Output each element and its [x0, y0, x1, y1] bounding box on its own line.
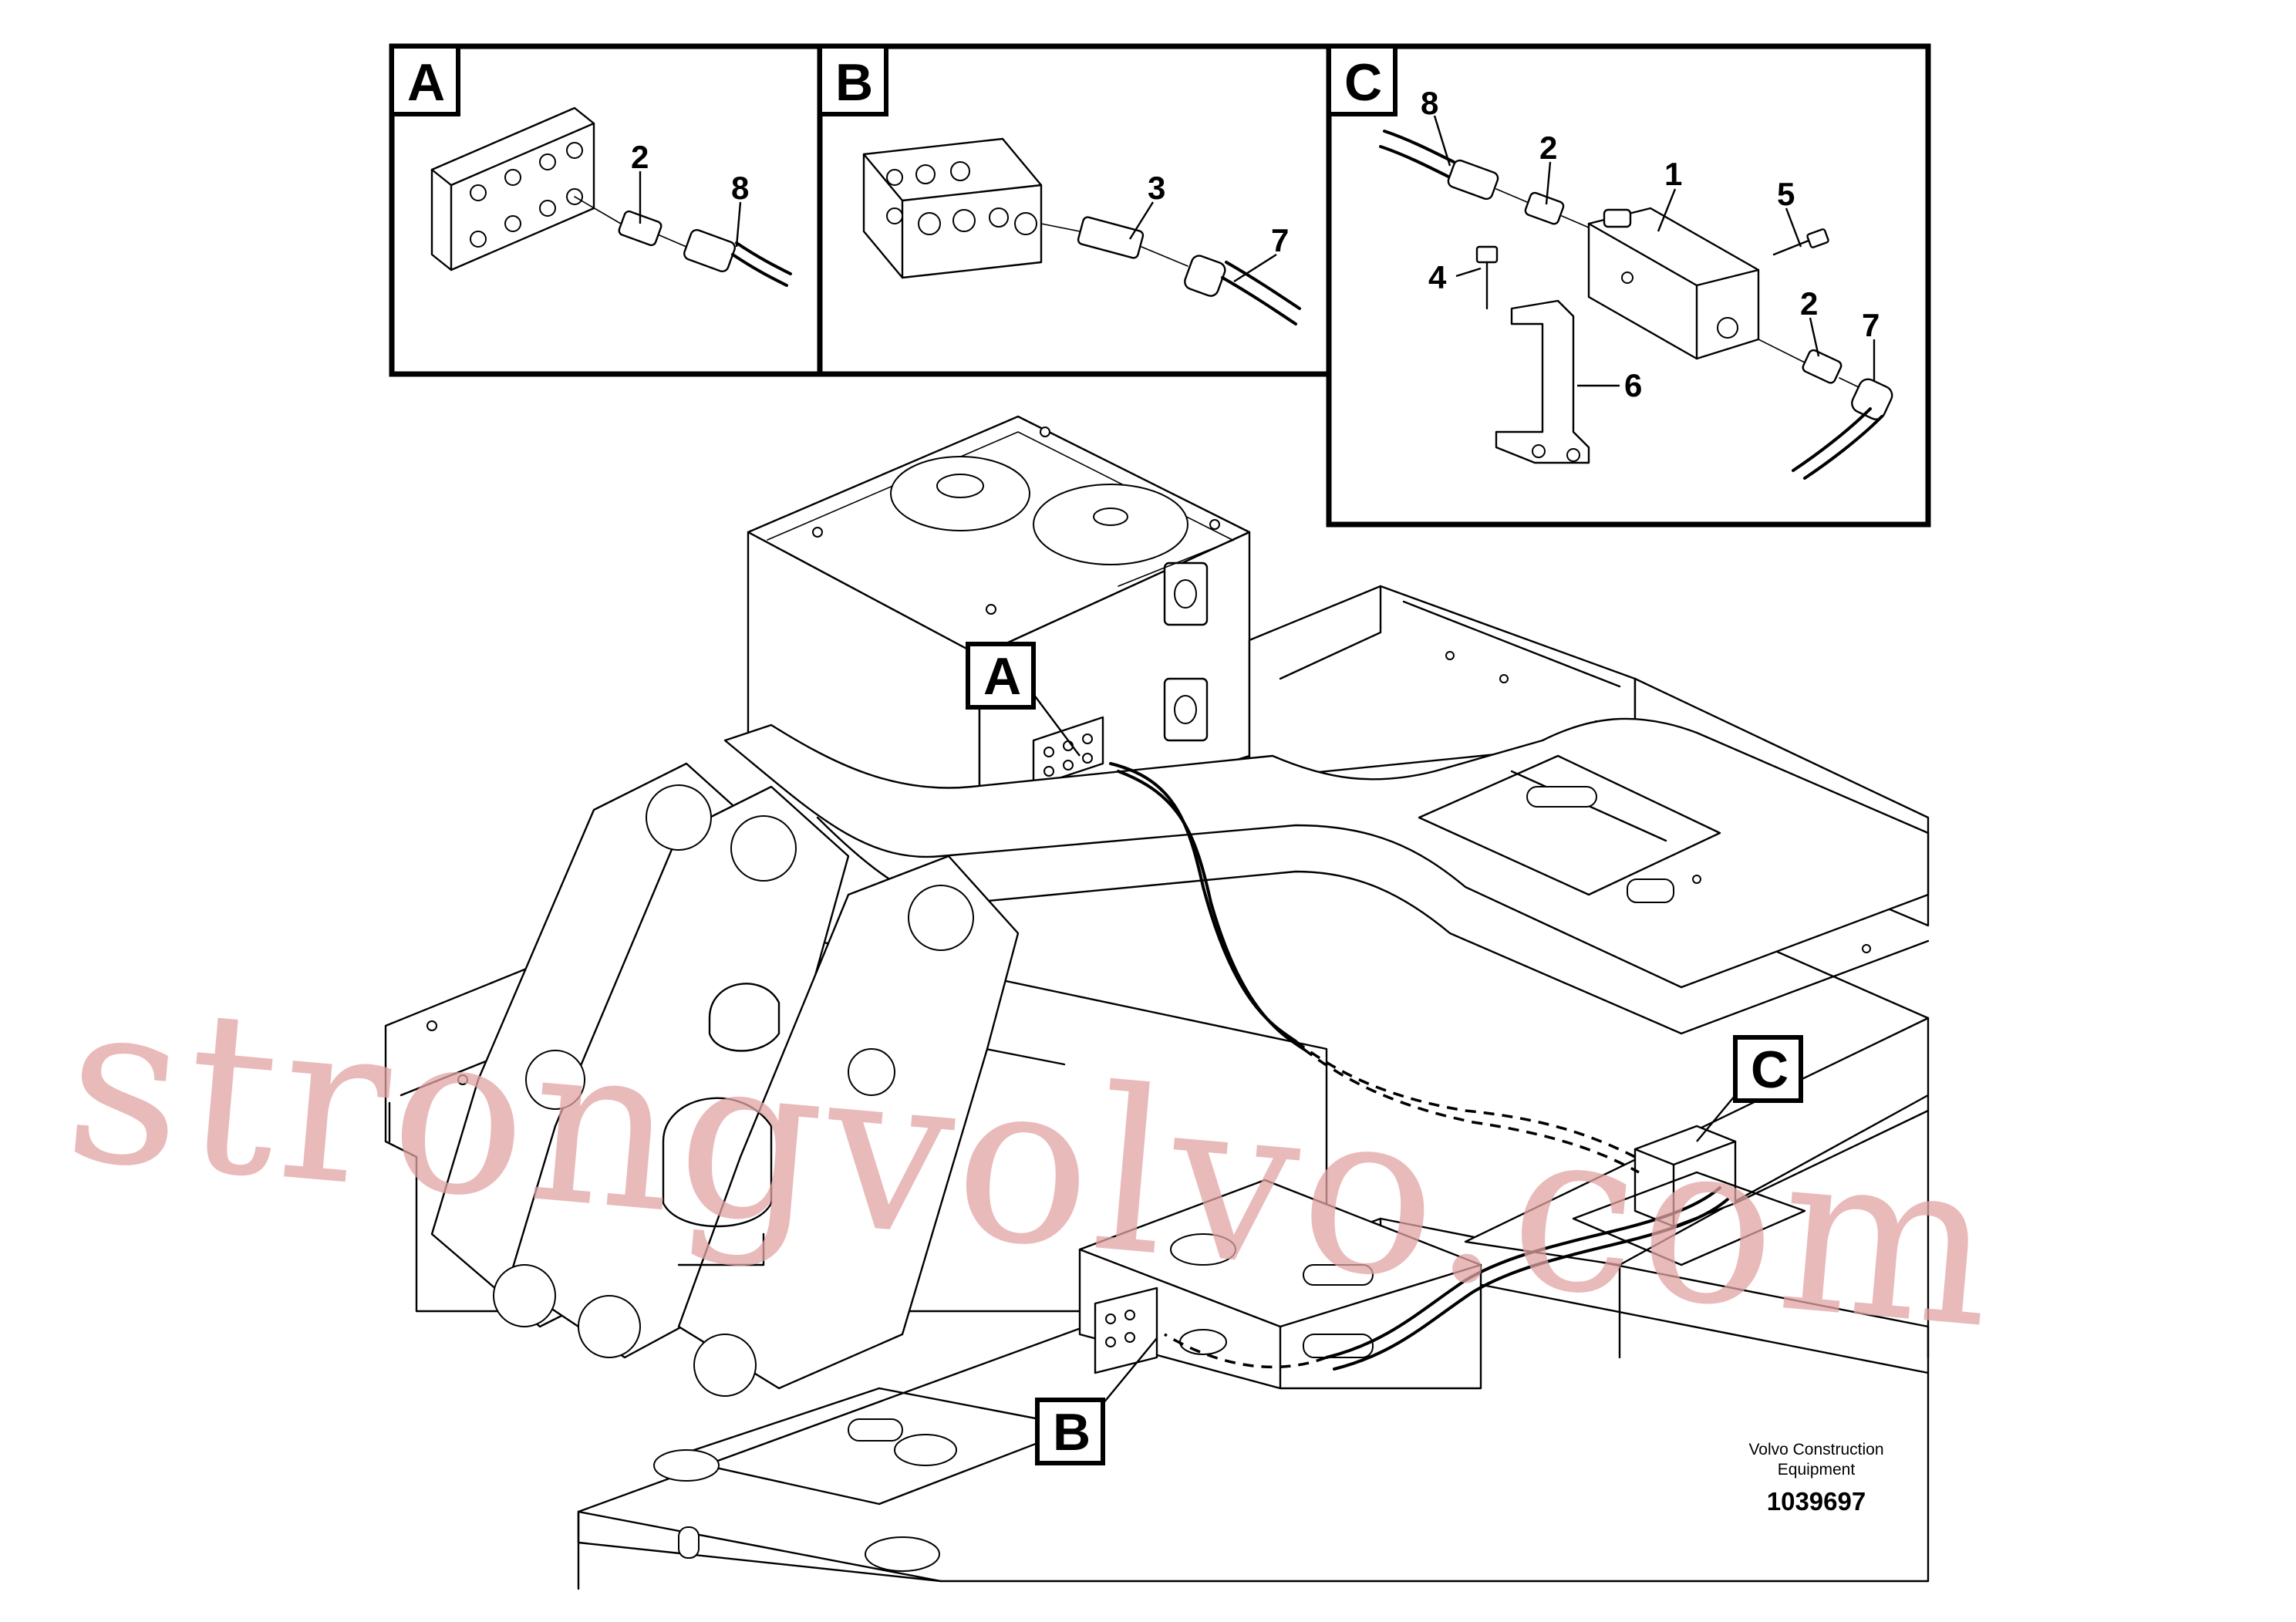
part-numbers: 2 8 3 7 8 2 1 5 4 2 7 6: [631, 85, 1880, 403]
main-assembly: [384, 415, 1930, 1590]
hose-routing: [1109, 762, 1729, 1371]
part-number: 8: [731, 170, 749, 206]
part-number: 3: [1148, 170, 1165, 206]
callout-a[interactable]: [966, 642, 1081, 757]
panel-b-tag-box: [818, 44, 888, 116]
part-number: 7: [1271, 222, 1289, 258]
part-number: 8: [1421, 85, 1438, 121]
part-leaders: [639, 115, 1876, 387]
valve-block-c: [1572, 1125, 1806, 1266]
footer: Volvo Construction Equipment 1039697: [1748, 1441, 1883, 1516]
footer-company-line1: Volvo Construction: [1748, 1441, 1883, 1458]
upper-main-frame: [723, 717, 1930, 1035]
footer-drawing-number: 1039697: [1767, 1487, 1866, 1516]
part-number: 6: [1624, 367, 1642, 403]
part-number: 1: [1664, 156, 1682, 192]
callout-b-label[interactable]: B: [1053, 1403, 1091, 1462]
part-number: 2: [1539, 130, 1557, 166]
panel-c-parts: [1379, 130, 1893, 480]
callout-c[interactable]: [1696, 1035, 1803, 1142]
panel-a-parts: [430, 106, 792, 287]
panel-c-tag-box: [1327, 44, 1397, 116]
part-number: 4: [1428, 259, 1447, 295]
panel-b-parts: [862, 137, 1301, 325]
callout-c-label[interactable]: C: [1751, 1040, 1789, 1099]
part-number: 2: [631, 139, 649, 175]
callout-a-label[interactable]: A: [983, 647, 1021, 706]
panel-c-label: C: [1344, 53, 1382, 112]
panel-a-label: A: [407, 53, 445, 112]
part-number: 5: [1777, 176, 1795, 212]
footer-company-line2: Equipment: [1778, 1461, 1856, 1479]
boom-mount-brackets: [430, 762, 1020, 1397]
panel-labels: A B C: [389, 44, 1397, 116]
hydraulic-tank: [747, 415, 1251, 842]
callout-labels: A B C: [983, 647, 1789, 1462]
part-number: 2: [1800, 285, 1818, 322]
part-number: 7: [1862, 307, 1880, 343]
detail-panels: [389, 43, 1931, 528]
panel-a-tag-box: [389, 44, 460, 116]
callout-boxes: [966, 642, 1803, 1465]
panel-b-label: B: [835, 53, 873, 112]
callout-b[interactable]: [1035, 1337, 1158, 1465]
lower-frame: [577, 1217, 1930, 1590]
